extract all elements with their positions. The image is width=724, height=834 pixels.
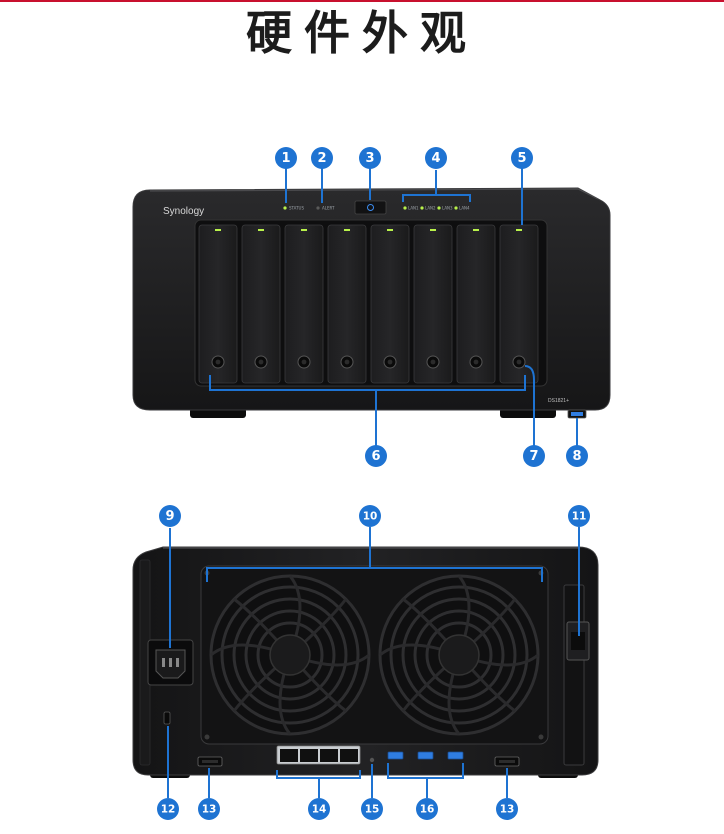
drive-led-icon	[301, 229, 307, 231]
lan-port-3[interactable]	[320, 749, 338, 762]
lan4-label: LAN4	[459, 206, 470, 211]
power-port[interactable]	[147, 639, 194, 686]
power-button[interactable]	[354, 200, 387, 215]
svg-text:8: 8	[572, 449, 581, 464]
usb-port-2[interactable]	[417, 751, 434, 760]
usb-port-1[interactable]	[387, 751, 404, 760]
callout-badge-2: 2	[311, 147, 333, 169]
svg-text:13: 13	[202, 804, 217, 816]
callout-badge-5: 5	[511, 147, 533, 169]
svg-text:11: 11	[572, 511, 587, 523]
lan2-label: LAN2	[425, 206, 436, 211]
page-title: 硬件外观	[246, 6, 478, 60]
rear-view	[132, 546, 599, 778]
callout-badge-14: 14	[308, 798, 330, 820]
front-view: Synology STATUS ALERT LAN1 LAN2 LAN3 LAN…	[132, 187, 611, 419]
callout-badge-13-left: 13	[198, 798, 220, 820]
svg-text:6: 6	[371, 449, 380, 464]
callout-badge-16: 16	[416, 798, 438, 820]
callout-badge-11: 11	[568, 505, 590, 527]
esata-port-right[interactable]	[494, 756, 520, 767]
callout-badge-9: 9	[159, 505, 181, 527]
drive-led-icon	[258, 229, 264, 231]
drive-bay-7[interactable]	[456, 224, 496, 384]
lan3-led-icon	[437, 206, 441, 210]
drive-bay-1[interactable]	[198, 224, 238, 384]
lan-port-1[interactable]	[280, 749, 298, 762]
svg-text:2: 2	[317, 151, 326, 166]
lan1-label: LAN1	[408, 206, 419, 211]
lan1-led-icon	[403, 206, 407, 210]
lan-port-4[interactable]	[340, 749, 358, 762]
callout-badge-4: 4	[425, 147, 447, 169]
lan-port-2[interactable]	[300, 749, 318, 762]
drive-bay-4[interactable]	[327, 224, 367, 384]
alert-label: ALERT	[322, 206, 335, 211]
drive-led-icon	[430, 229, 436, 231]
svg-text:13: 13	[500, 804, 515, 816]
svg-text:14: 14	[312, 804, 327, 816]
lan3-label: LAN3	[442, 206, 453, 211]
drive-bay-8[interactable]	[499, 224, 539, 384]
lan4-led-icon	[454, 206, 458, 210]
callout-badge-7: 7	[523, 445, 545, 467]
svg-text:4: 4	[431, 151, 440, 166]
esata-port-left[interactable]	[197, 756, 223, 767]
synology-logo: Synology	[163, 206, 204, 217]
svg-text:1: 1	[281, 151, 290, 166]
svg-text:15: 15	[365, 804, 380, 816]
drive-bay-6[interactable]	[413, 224, 453, 384]
drive-led-icon	[344, 229, 350, 231]
status-led-icon	[283, 206, 287, 210]
fan-left-icon	[209, 574, 371, 736]
usb-ports-rear[interactable]	[387, 751, 464, 760]
drive-led-icon	[473, 229, 479, 231]
callout-lines	[167, 168, 580, 798]
drive-bay-2[interactable]	[241, 224, 281, 384]
kensington-lock-slot[interactable]	[163, 711, 171, 725]
usb-port-3[interactable]	[447, 751, 464, 760]
callout-badge-13-right: 13	[496, 798, 518, 820]
callout-badge-10: 10	[359, 505, 381, 527]
callout-badge-15: 15	[361, 798, 383, 820]
svg-text:7: 7	[529, 449, 538, 464]
front-usb-port[interactable]	[567, 409, 587, 419]
callout-badge-8: 8	[566, 445, 588, 467]
power-icon	[367, 204, 374, 211]
drive-led-icon	[215, 229, 221, 231]
reset-button[interactable]	[369, 757, 375, 763]
drive-led-icon	[516, 229, 522, 231]
lan2-led-icon	[420, 206, 424, 210]
top-accent-rule	[0, 0, 724, 2]
svg-text:5: 5	[517, 151, 526, 166]
status-label: STATUS	[289, 206, 304, 211]
callout-badge-1: 1	[275, 147, 297, 169]
drive-bay-3[interactable]	[284, 224, 324, 384]
callout-badge-3: 3	[359, 147, 381, 169]
drive-led-icon	[387, 229, 393, 231]
lan-ports[interactable]	[276, 745, 361, 765]
svg-text:16: 16	[420, 804, 435, 816]
callout-badge-12: 12	[157, 798, 179, 820]
fan-right-icon	[378, 574, 540, 736]
model-label: DS1821+	[548, 398, 569, 404]
svg-text:12: 12	[161, 804, 176, 816]
drive-bay-5[interactable]	[370, 224, 410, 384]
lan-indicators: LAN1 LAN2 LAN3 LAN4	[403, 206, 470, 211]
svg-text:9: 9	[165, 509, 174, 524]
callout-badge-6: 6	[365, 445, 387, 467]
svg-text:10: 10	[363, 511, 378, 523]
alert-led-icon	[316, 206, 320, 210]
svg-text:3: 3	[365, 151, 374, 166]
